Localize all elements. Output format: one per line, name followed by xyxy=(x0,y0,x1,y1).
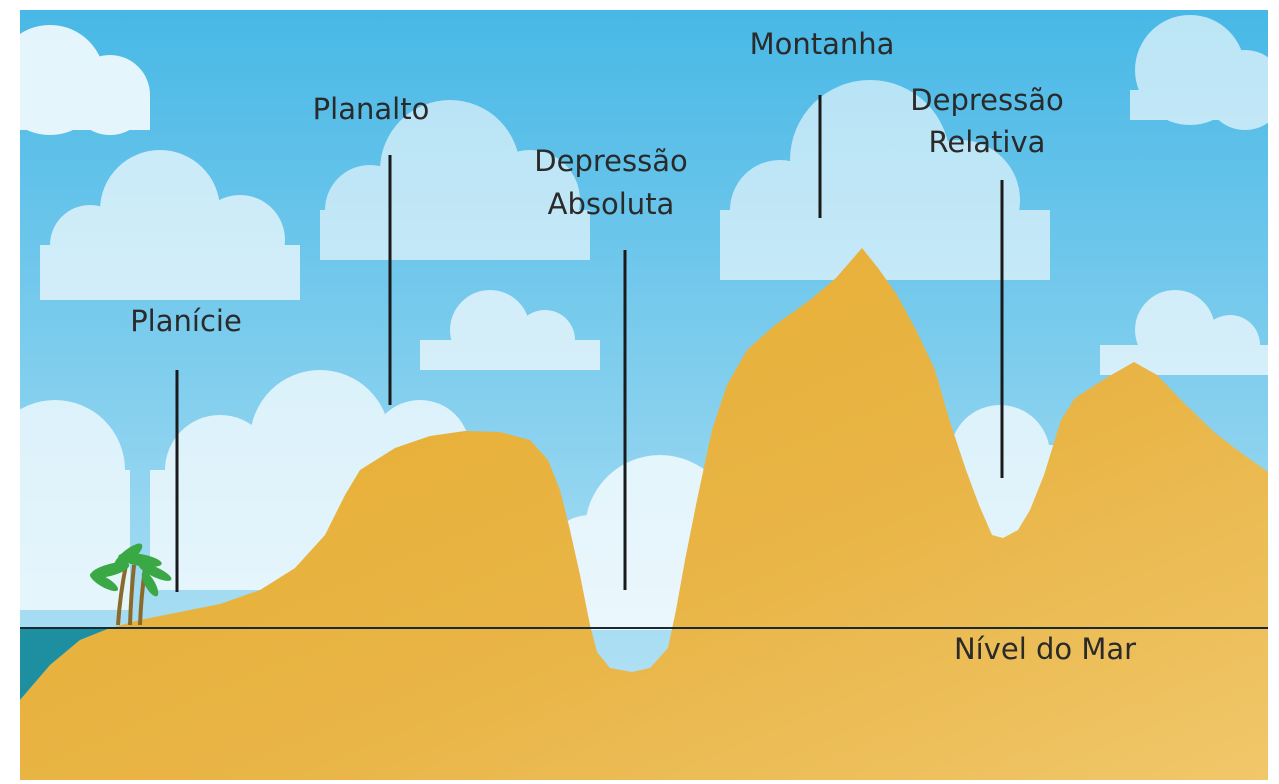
cloud xyxy=(320,100,590,260)
label-montanha: Montanha xyxy=(750,27,895,61)
cloud xyxy=(1100,290,1268,375)
label-depressao-relativa-line2: Relativa xyxy=(929,125,1046,159)
sea xyxy=(20,628,110,700)
cloud xyxy=(720,80,1050,280)
cloud xyxy=(40,150,300,300)
label-planicie: Planície xyxy=(130,304,242,338)
terrain-profile xyxy=(20,248,1268,780)
cloud xyxy=(0,25,150,135)
cloud xyxy=(0,400,130,610)
palm-tree-icon xyxy=(89,543,172,626)
label-nivel-do-mar: Nível do Mar xyxy=(954,632,1136,666)
label-planalto: Planalto xyxy=(313,92,430,126)
label-depressao-relativa-line1: Depressão xyxy=(910,83,1063,117)
label-depressao-absoluta-line2: Absoluta xyxy=(548,187,675,221)
cloud xyxy=(1130,15,1279,130)
cloud xyxy=(420,290,600,370)
label-depressao-absoluta-line1: Depressão xyxy=(534,144,687,178)
